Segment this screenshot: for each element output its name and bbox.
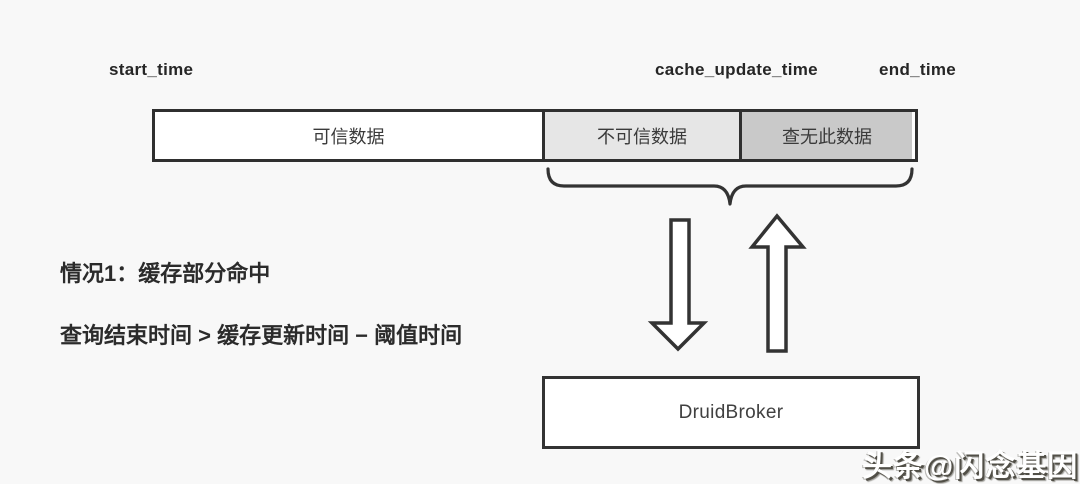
case-title: 情况1：缓存部分命中 — [60, 261, 271, 286]
watermark: 头条@闪念基因 — [862, 450, 1079, 483]
start-time-label: start_time — [109, 60, 194, 79]
timeline-bar: 可信数据 不可信数据 查无此数据 — [152, 109, 918, 162]
range-brace-down-icon — [546, 167, 914, 206]
timeline-section-trusted: 可信数据 — [155, 112, 545, 159]
druid-broker-label: DruidBroker — [678, 401, 784, 423]
cache-update-time-label: cache_update_time — [655, 60, 818, 79]
up-arrow-icon — [748, 213, 807, 353]
case-condition: 查询结束时间 > 缓存更新时间 − 阈值时间 — [60, 323, 463, 348]
timeline-section-missing: 查无此数据 — [742, 112, 912, 159]
timeline-section-untrusted: 不可信数据 — [545, 112, 742, 159]
end-time-label: end_time — [879, 60, 957, 79]
timeline-section-untrusted-label: 不可信数据 — [597, 126, 687, 147]
timeline-section-trusted-label: 可信数据 — [312, 126, 385, 147]
timeline-section-missing-label: 查无此数据 — [782, 126, 872, 147]
druid-broker-box: DruidBroker — [542, 376, 920, 449]
down-arrow-icon — [647, 218, 709, 352]
